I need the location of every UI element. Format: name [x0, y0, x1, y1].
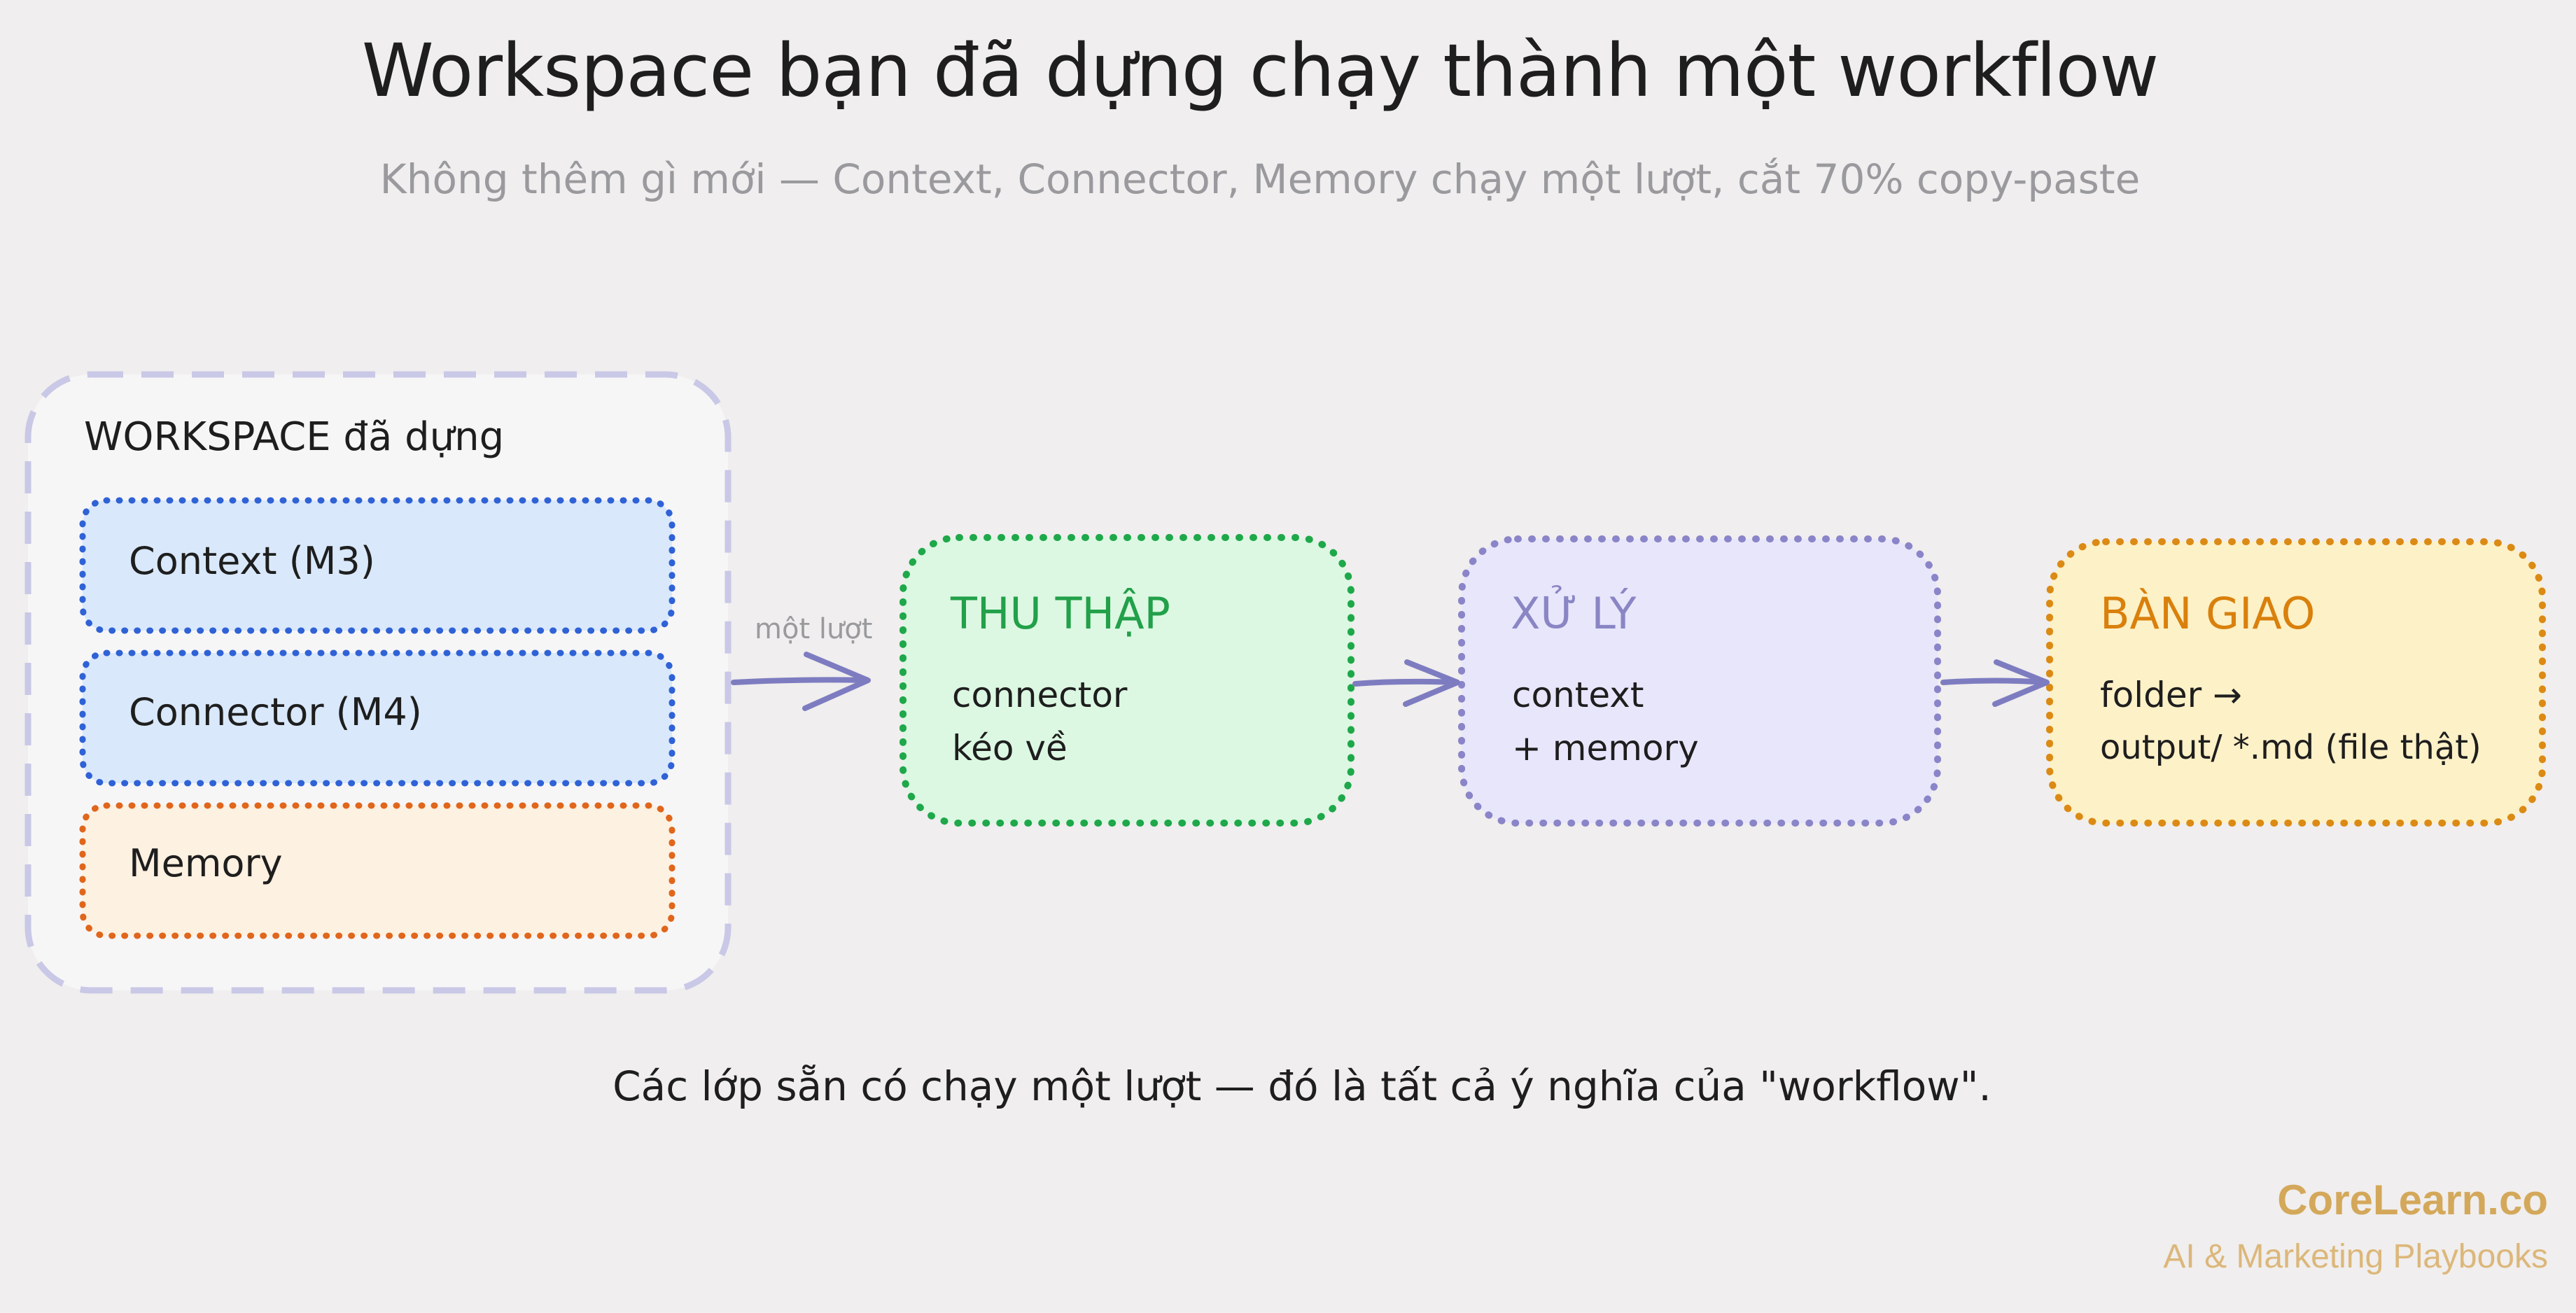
stage-deliver-line-2: output/ *.md (file thật)	[2100, 728, 2482, 767]
stage-collect-line-1: connector	[952, 675, 1128, 715]
stage-collect-line-2: kéo về	[952, 728, 1068, 768]
stage-deliver-line-1: folder →	[2100, 675, 2242, 715]
stage-process-title: XỬ LÝ	[1511, 588, 1637, 639]
flow-label: một lượt	[755, 613, 873, 645]
layer-label-memory: Memory	[129, 841, 283, 885]
stage-process-box	[1458, 535, 1941, 827]
stage-deliver-title: BÀN GIAO	[2100, 588, 2316, 639]
connector-layer-box	[79, 650, 676, 787]
page-subtitle: Không thêm gì mới — Context, Connector, …	[379, 155, 2141, 203]
memory-layer-box	[79, 802, 676, 939]
stage-deliver-box	[2046, 538, 2546, 827]
brand-tagline: AI & Marketing Playbooks	[2163, 1238, 2548, 1275]
flow-arrow-process-to-deliver	[1940, 659, 2050, 707]
layer-label-connector: Connector (M4)	[129, 690, 422, 734]
stage-process-line-2: + memory	[1512, 728, 1699, 768]
layer-label-context: Context (M3)	[129, 539, 375, 583]
flow-arrow-workspace-to-collect	[731, 652, 871, 711]
workspace-label: WORKSPACE đã dựng	[84, 414, 505, 460]
brand-name: CoreLearn.co	[2277, 1177, 2548, 1223]
stage-process-line-1: context	[1512, 675, 1644, 715]
stage-collect-title: THU THẬP	[951, 588, 1170, 639]
diagram-caption: Các lớp sẵn có chạy một lượt — đó là tất…	[612, 1062, 1991, 1110]
stage-collect-box	[899, 534, 1354, 827]
page-title: Workspace bạn đã dựng chạy thành một wor…	[361, 28, 2159, 113]
context-layer-box	[79, 497, 676, 634]
flow-arrow-collect-to-process	[1352, 659, 1460, 707]
